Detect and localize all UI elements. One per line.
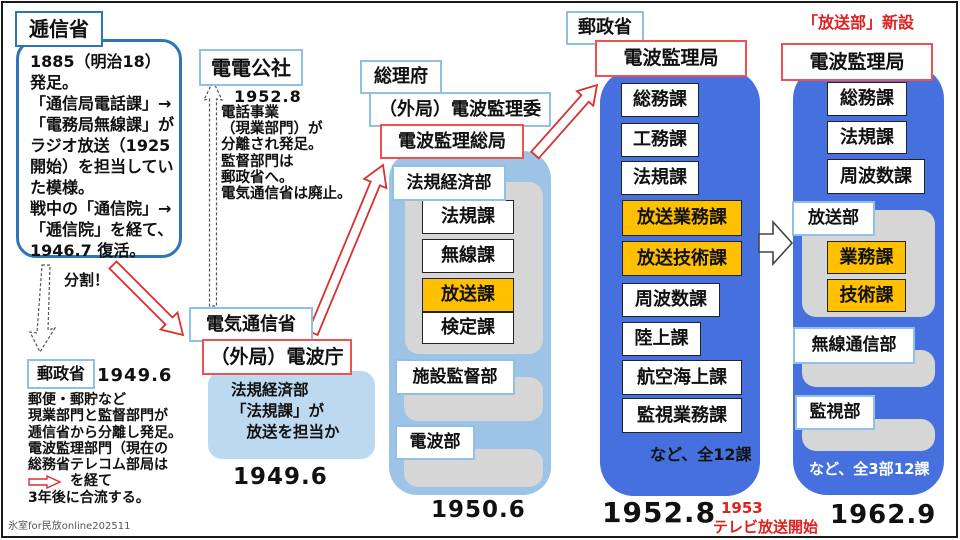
split-red-arrow-icon <box>108 260 185 337</box>
tv-start-annotation: 1953 テレビ放送開始 <box>713 499 819 536</box>
denden-up-arrow-icon <box>202 79 224 307</box>
bureau-label-denpa-kanri-kyoku-1952: 電波監理局 <box>595 40 747 77</box>
course-box-gijutsuka: 技術課 <box>827 279 906 312</box>
teishin-history-note: 1885（明治18） 発足。 「通信局電話課」→ 「電務局無線課」が ラジオ放送… <box>16 39 182 260</box>
course-box-gyomuka: 業務課 <box>827 241 906 274</box>
course-box-musenka: 無線課 <box>422 239 514 273</box>
course-box-kenteika: 検定課 <box>422 312 514 344</box>
course-box-hokika-1962: 法規課 <box>827 121 907 154</box>
bureau-label-denpa-kanri-sokyoku: 電波監理総局 <box>380 124 524 159</box>
agency-label-denpacho: （外局）電波庁 <box>202 339 352 375</box>
date-1949-left: 1949.6 <box>97 365 173 386</box>
ministry-label-teishin: 逓信省 <box>15 11 103 47</box>
course-box-hoso-gyomuka: 放送業務課 <box>622 200 742 236</box>
dept-label-musen-tsushinbu: 無線通信部 <box>793 327 915 364</box>
course-box-hokika: 法規課 <box>422 200 514 234</box>
course-box-rikujoka: 陸上課 <box>622 322 701 356</box>
date-1950: 1950.6 <box>431 497 526 523</box>
dept-label-hoki-keizaibu: 法規経済部 <box>392 165 506 201</box>
split-label: 分割！ <box>64 271 110 289</box>
note-all-12-courses: など、全12課 <box>650 445 752 464</box>
to-sorifu-red-arrow-icon <box>307 163 388 337</box>
course-box-hosoka: 放送課 <box>422 278 514 312</box>
course-box-kanshi-gyomuka: 監視業務課 <box>622 398 742 433</box>
course-box-somuka-1962: 総務課 <box>827 82 907 116</box>
course-box-shuhasuka: 周波数課 <box>622 283 720 317</box>
ministry-label-yusei-1952: 郵政省 <box>566 11 644 45</box>
split-down-arrow-icon <box>28 264 57 354</box>
dept-label-shisetsu-kantokubu: 施設監督部 <box>395 359 515 395</box>
course-box-hoso-gijutsuka: 放送技術課 <box>622 241 742 276</box>
arrows-layer <box>28 79 794 354</box>
date-1949-denki: 1949.6 <box>233 464 328 490</box>
date-1952-denden: 1952.8 <box>234 87 302 106</box>
ministry-label-denki-tsushin: 電気通信省 <box>189 307 313 342</box>
company-label-denden: 電電公社 <box>199 49 303 86</box>
note-all-3-depts: など、全3部12課 <box>809 460 930 478</box>
merge-small-arrow-icon <box>28 474 62 489</box>
hosobu-new-annotation: 「放送部」新設 <box>802 13 915 32</box>
date-1952: 1952.8 <box>602 496 717 529</box>
hoki-keizaibu-note: 法規経済部 「法規課」が 放送を担当か <box>208 371 375 459</box>
course-box-koku-kaijoka: 航空海上課 <box>622 360 742 395</box>
watermark: 氷室for民放online202511 <box>8 521 131 532</box>
reorg-block-arrow-icon <box>758 219 794 267</box>
dept-label-kanshibu: 監視部 <box>795 395 875 430</box>
ministry-label-yusei-1949: 郵政省 <box>27 359 95 389</box>
bureau-label-denpa-kanri-kyoku-1962: 電波監理局 <box>781 43 933 81</box>
date-1962: 1962.9 <box>830 500 937 530</box>
course-box-komuka: 工務課 <box>621 123 699 157</box>
course-box-somuka: 総務課 <box>621 83 699 117</box>
agency-label-denpa-kanri-i: （外局）電波監理委 <box>369 92 551 127</box>
yusei-history-note: 郵便・郵貯など 現業部門と監督部門が 逓信省から分離し発足。 電波監理部門（現在… <box>28 392 182 506</box>
course-box-shuhasuka-1962: 周波数課 <box>827 159 925 194</box>
to-yusei-red-arrow-icon <box>530 83 599 160</box>
denden-note: 電話事業 （現業部門）が 分離され発足。 監督部門は 郵政省へ。 電気通信省は廃… <box>221 105 352 203</box>
dept-label-denpabu: 電波部 <box>395 425 475 460</box>
ministry-label-sorifu: 総理府 <box>360 60 442 94</box>
course-box-hokika-1952: 法規課 <box>621 161 699 195</box>
dept-label-hosobu: 放送部 <box>792 201 875 236</box>
